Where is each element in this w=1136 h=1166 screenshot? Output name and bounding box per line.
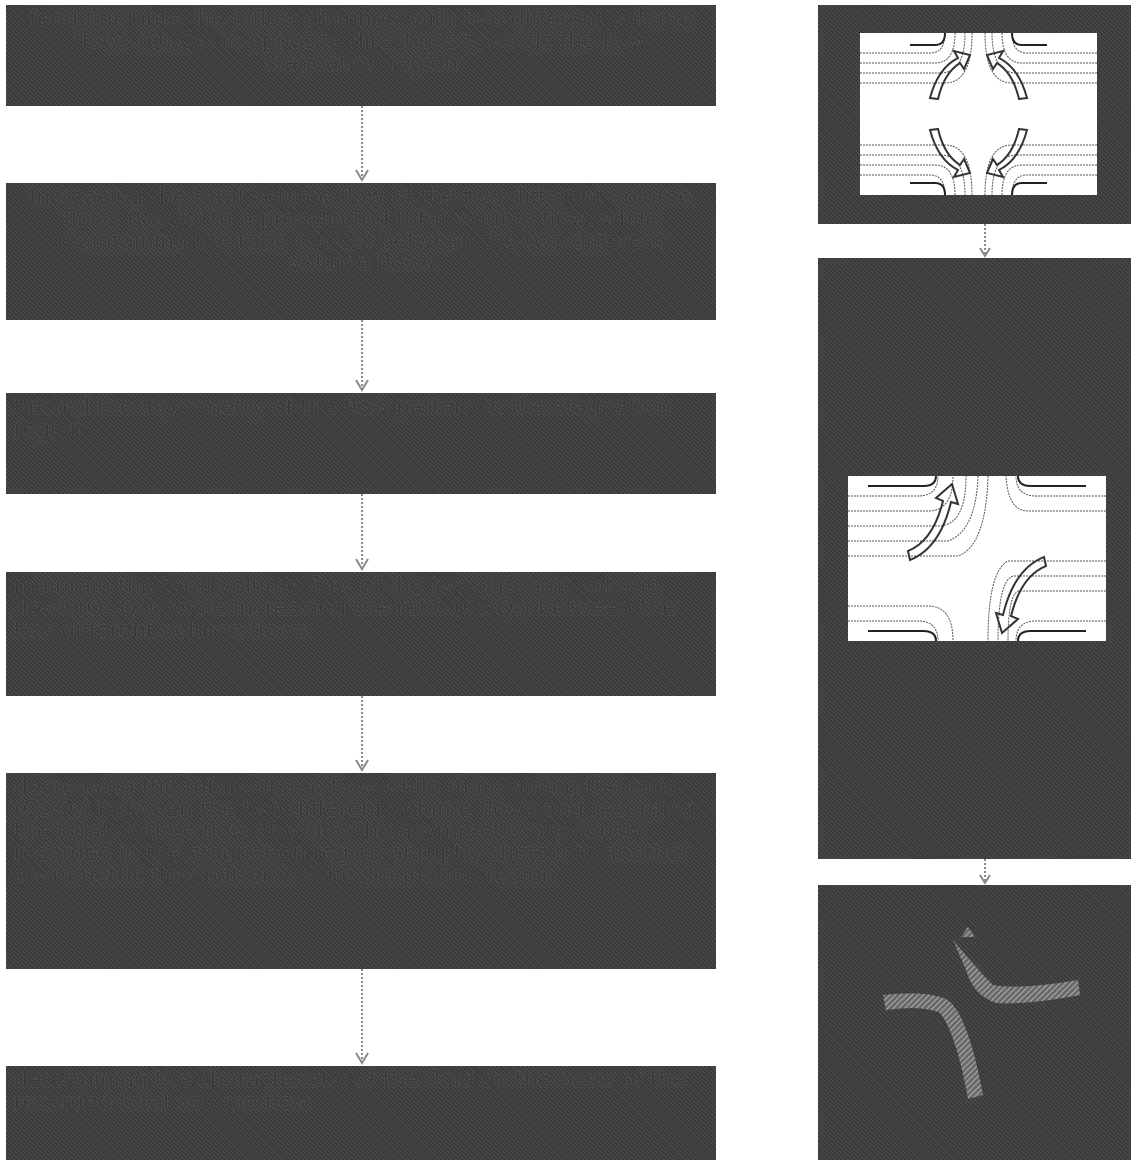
down-arrow-icon bbox=[355, 320, 369, 392]
flow-step-3: Record the asymmetry of the flow pattern… bbox=[6, 393, 716, 494]
down-arrow-icon bbox=[355, 696, 369, 772]
down-arrow-icon bbox=[355, 969, 369, 1065]
curved-arrow-icon bbox=[906, 482, 1048, 635]
flow-pattern-asymmetric bbox=[848, 476, 1106, 641]
curved-arrow-icon bbox=[928, 49, 1029, 179]
down-arrow-icon bbox=[355, 106, 369, 182]
flow-diagram-panel-3 bbox=[818, 885, 1131, 1160]
down-arrow-icon bbox=[355, 494, 369, 571]
flow-step-1: feed fluid into the inflow channels with… bbox=[6, 5, 716, 106]
flow-step-4: maintain the total volume flow of the tw… bbox=[6, 572, 716, 696]
flow-step-5-text: decreasing the total volume flow while m… bbox=[14, 775, 696, 888]
flow-shape bbox=[883, 927, 1080, 1099]
flow-step-2: increasing the total volume flow of the … bbox=[6, 183, 716, 320]
flow-step-4-text: maintain the total volume flow of the tw… bbox=[14, 574, 676, 643]
flow-diagram-panel-2 bbox=[818, 258, 1131, 859]
flow-step-1-text: feed fluid into the inflow channels with… bbox=[29, 7, 693, 76]
down-arrow-icon bbox=[979, 224, 991, 258]
flow-step-3-text: Record the asymmetry of the flow pattern… bbox=[14, 395, 671, 442]
flow-step-5: decreasing the total volume flow while m… bbox=[6, 773, 716, 969]
flow-step-6: determining the characteristic of the fl… bbox=[6, 1066, 716, 1160]
flow-step-2-text: increasing the total volume flow of the … bbox=[30, 185, 692, 276]
flow-step-6-text: determining the characteristic of the fl… bbox=[14, 1068, 687, 1115]
down-arrow-icon bbox=[979, 859, 991, 885]
flow-diagram-panel-1 bbox=[818, 5, 1131, 224]
flow-pattern-symmetric bbox=[860, 33, 1097, 195]
